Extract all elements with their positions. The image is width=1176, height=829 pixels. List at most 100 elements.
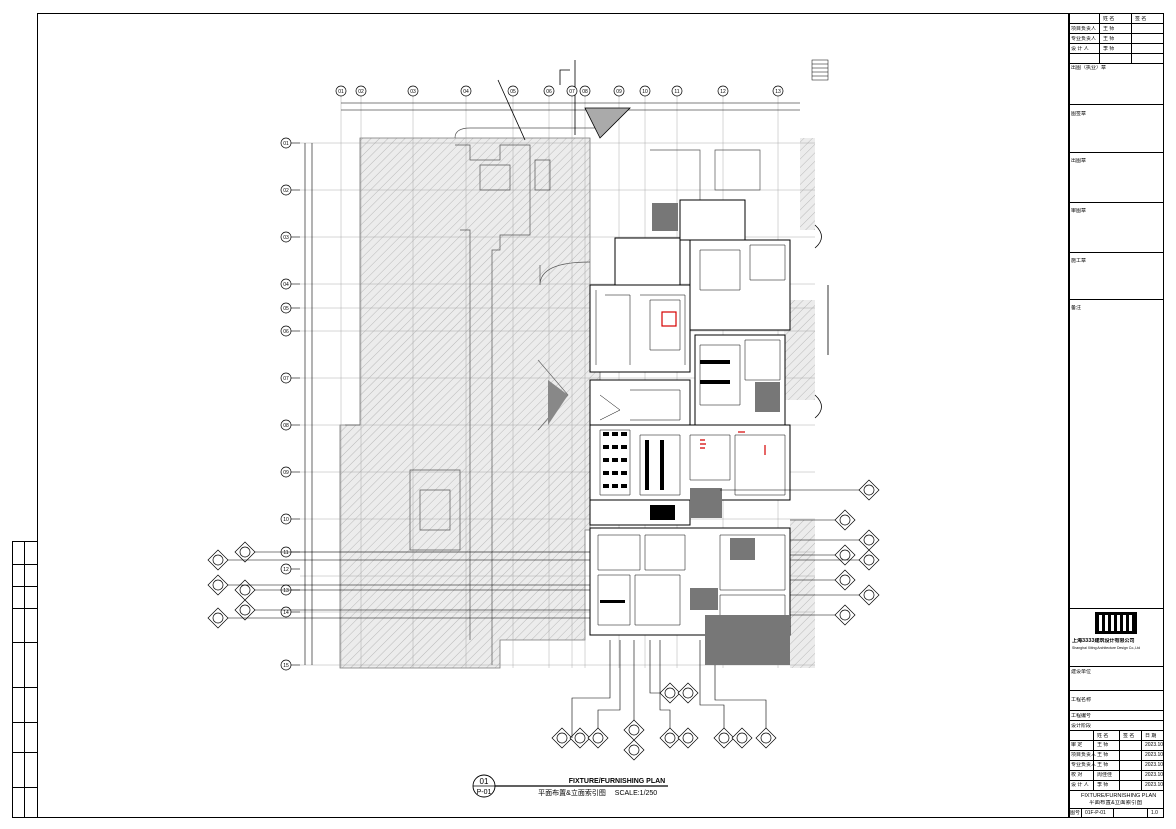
- tb-role: 设 计 人: [1071, 46, 1089, 52]
- tb-client-label: 建设单位: [1071, 669, 1092, 675]
- axis-bubble: 08: [280, 419, 300, 431]
- sign-name: 王 师: [1097, 742, 1109, 748]
- svg-text:P-01: P-01: [477, 789, 492, 796]
- elevation-marker: [834, 569, 856, 591]
- svg-text:05: 05: [283, 306, 289, 312]
- tb-role-name: 王 师: [1103, 26, 1115, 32]
- sign-name: 王 师: [1097, 752, 1109, 758]
- sign-name: 周佳佳: [1097, 772, 1113, 778]
- svg-text:13: 13: [775, 89, 781, 95]
- title-block: 姓 名 签 名 项目负责人 王 师 专业负责人 王 师 设 计 人 李 师 出图…: [1068, 13, 1164, 818]
- tb-role: 专业负责人: [1071, 36, 1097, 42]
- axis-bubble: 02: [355, 85, 367, 97]
- sign-header: 日 期: [1145, 733, 1157, 739]
- svg-text:07: 07: [569, 89, 575, 95]
- elevation-marker: [677, 682, 699, 704]
- drawing-frame: [37, 13, 1070, 818]
- svg-text:07: 07: [283, 376, 289, 382]
- axis-bubble: 02: [280, 184, 300, 196]
- elevation-marker: [234, 541, 256, 563]
- svg-text:12: 12: [720, 89, 726, 95]
- svg-text:04: 04: [463, 89, 469, 95]
- drawing-title-cn: 平面布置&立面索引图: [538, 788, 606, 797]
- svg-text:14: 14: [283, 610, 289, 616]
- tb-drawing-no-label: 图号: [1070, 810, 1081, 816]
- elevation-marker: [551, 727, 573, 749]
- company-logo: [1095, 612, 1137, 634]
- svg-text:01: 01: [480, 777, 489, 786]
- tb-header-name: 姓 名: [1103, 16, 1115, 22]
- dark-rooms: [652, 203, 790, 665]
- tb-role: 项目负责人: [1071, 26, 1097, 32]
- left-dimension: [304, 143, 313, 665]
- tb-section-label: 备注: [1071, 305, 1082, 311]
- row-axes: 01 02 03 04 05 06 07 08 09 10 11 12 13 1…: [280, 137, 300, 671]
- tb-project-label: 工程名称: [1071, 697, 1092, 703]
- tb-role-name: 王 师: [1103, 36, 1115, 42]
- axis-bubble: 06: [280, 325, 300, 337]
- company-name-cn: 上海ЗЗЗЗ建筑设计有限公司: [1072, 638, 1135, 644]
- svg-text:08: 08: [283, 423, 289, 429]
- elevation-marker: [834, 544, 856, 566]
- axis-bubble: 01: [280, 137, 300, 149]
- elevation-marker: [858, 584, 880, 606]
- axis-bubble: 13: [772, 85, 784, 97]
- axis-bubble: 08: [579, 85, 591, 97]
- column-axes: 01 02 03 04 05 06 07 08 09 10 11 12 13: [335, 85, 784, 97]
- company-name-en: Shanghai Xiting Architecture Design Co.,…: [1072, 646, 1141, 650]
- svg-text:06: 06: [546, 89, 552, 95]
- axis-bubble: 09: [613, 85, 625, 97]
- svg-text:12: 12: [283, 567, 289, 573]
- elevation-marker: [834, 604, 856, 626]
- svg-text:13: 13: [283, 588, 289, 594]
- svg-text:02: 02: [358, 89, 364, 95]
- sign-date: 2023.10: [1145, 772, 1164, 778]
- svg-text:02: 02: [283, 188, 289, 194]
- svg-text:04: 04: [283, 282, 289, 288]
- tb-stage-label: 设计阶段: [1071, 723, 1092, 729]
- elevation-marker: [731, 727, 753, 749]
- axis-bubble: 03: [280, 231, 300, 243]
- stair-symbol: [811, 59, 829, 81]
- svg-text:11: 11: [283, 550, 288, 556]
- curved-edges: [497, 60, 829, 419]
- axis-bubble: 10: [280, 513, 300, 525]
- axis-bubble: 10: [639, 85, 651, 97]
- sign-role: 校 对: [1071, 772, 1083, 778]
- tb-drawing-no: 01F-P-01: [1085, 810, 1106, 816]
- axis-bubble: 03: [407, 85, 419, 97]
- title-callout: 01 P-01 FIXTURE/FURNISHING PLAN 平面布置&立面索…: [472, 774, 668, 798]
- furniture-marks: [600, 360, 730, 603]
- elevation-marker: [234, 579, 256, 601]
- axis-bubble: 01: [335, 85, 347, 97]
- elevation-markers: [207, 479, 880, 761]
- elevation-marker: [587, 727, 609, 749]
- tb-section-label: 图签章: [1071, 111, 1087, 117]
- top-dimension: [341, 102, 800, 111]
- tb-section-label: 审图章: [1071, 208, 1087, 214]
- drawing-scale: SCALE:1/250: [615, 790, 658, 797]
- elevation-marker: [623, 739, 645, 761]
- tb-version: 1.0: [1151, 810, 1158, 816]
- tb-subitem-label: 工程编号: [1071, 713, 1092, 719]
- leader-lines: [228, 489, 859, 738]
- svg-text:01: 01: [338, 89, 344, 95]
- elevation-marker: [623, 719, 645, 741]
- svg-text:09: 09: [616, 89, 622, 95]
- sign-role: 专业负责人: [1071, 762, 1097, 768]
- tb-header-sign: 签 名: [1135, 16, 1147, 22]
- left-binding-strip: [12, 541, 38, 818]
- svg-text:05: 05: [510, 89, 516, 95]
- sign-role: 审 定: [1071, 742, 1083, 748]
- tb-drawing-name-en: FIXTURE/FURNISHING PLAN: [1081, 793, 1157, 799]
- elevation-marker: [234, 599, 256, 621]
- axis-bubble: 07: [566, 85, 578, 97]
- svg-text:06: 06: [283, 329, 289, 335]
- axis-bubble: 11: [671, 85, 683, 97]
- sign-name: 王 师: [1097, 762, 1109, 768]
- elevation-marker: [207, 607, 229, 629]
- elevation-marker: [207, 549, 229, 571]
- tb-drawing-name-cn: 平面布置&立面索引图: [1089, 800, 1143, 806]
- axis-bubble: 07: [280, 372, 300, 384]
- ramp-hatch: [548, 380, 568, 425]
